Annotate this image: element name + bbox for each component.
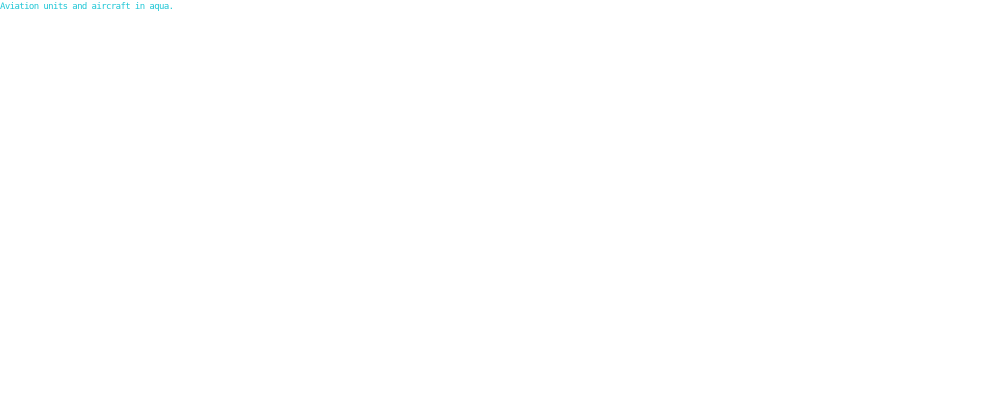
legend-caption: Aviation units and aircraft in aqua. bbox=[0, 2, 174, 12]
